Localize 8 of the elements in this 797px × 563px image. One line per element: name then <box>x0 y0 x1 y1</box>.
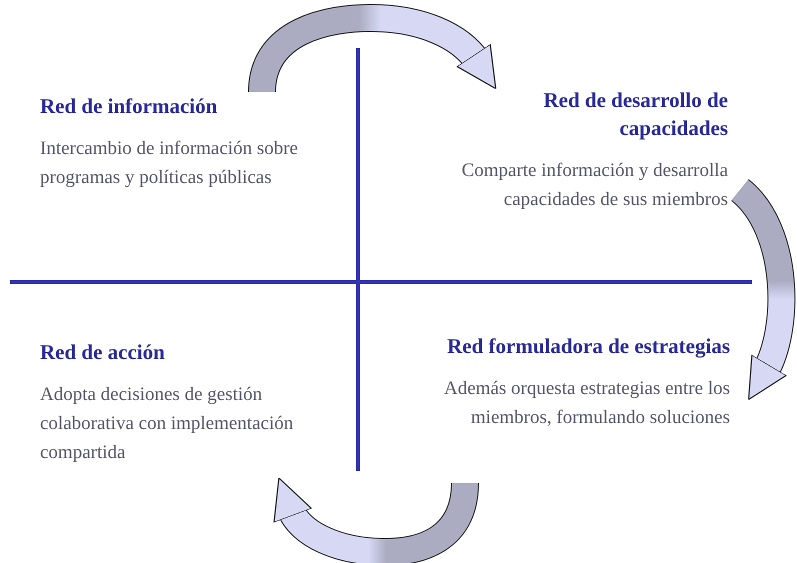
quadrant-heading: Red de información <box>40 93 218 120</box>
quadrant-description: Adopta decisiones de gestión colaborativa con implementación compartida <box>40 383 294 465</box>
quadrant-heading: Red de desarrollo de capacidades <box>542 87 728 142</box>
quadrant-heading: Red formuladora de estrategias <box>447 333 730 360</box>
quadrant-description: Intercambio de información sobre programas y políticas públicas <box>40 137 299 190</box>
quadrant-heading: Red de acción <box>40 339 165 366</box>
quadrant-description: Además orquesta estrategias entre los miembros, formulando soluciones <box>443 377 730 430</box>
quadrant-description: Comparte información y desarrolla capacidades de sus miembros <box>460 159 728 212</box>
